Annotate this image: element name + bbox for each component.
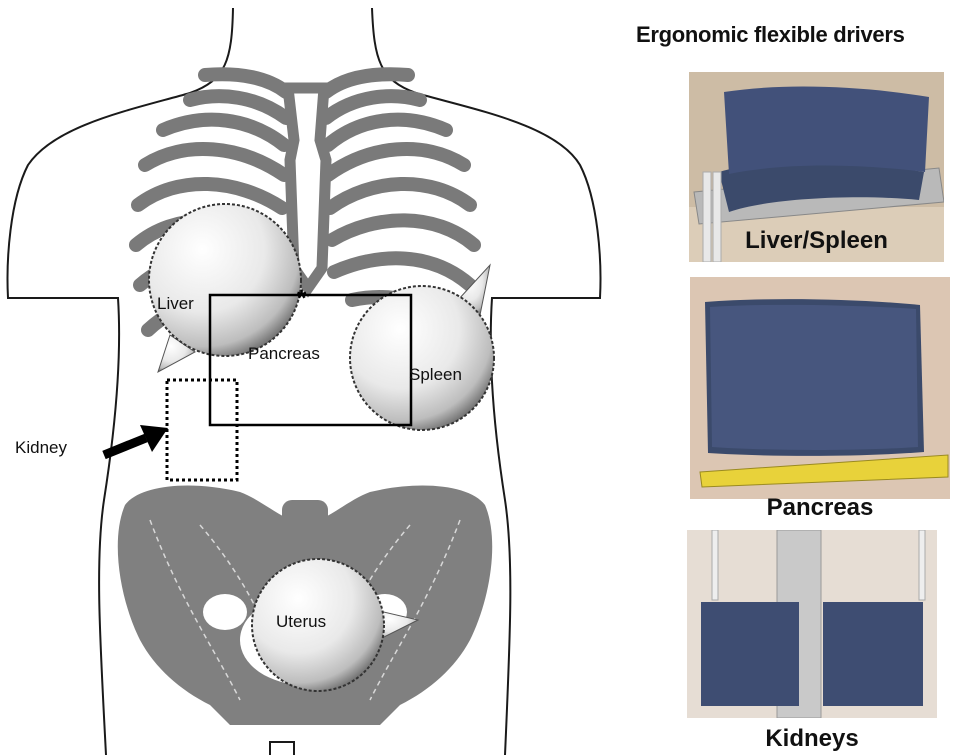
photo-kidney-drivers <box>687 530 937 718</box>
label-uterus: Uterus <box>276 612 326 631</box>
label-pancreas: Pancreas <box>248 344 320 363</box>
label-spleen: Spleen <box>409 365 462 384</box>
label-kidney: Kidney <box>15 438 67 457</box>
kidney-region-box <box>167 380 237 480</box>
label-liver: Liver <box>157 294 194 313</box>
caption-pancreas: Pancreas <box>690 494 950 522</box>
panel-title: Ergonomic flexible drivers <box>636 22 971 48</box>
asterisk-marker: * <box>297 285 307 312</box>
caption-liver-spleen: Liver/Spleen <box>689 227 944 255</box>
caption-kidneys: Kidneys <box>687 725 937 753</box>
photo-pancreas-driver <box>690 277 950 499</box>
photo-liver-spleen-driver: Liver/Spleen <box>689 72 944 262</box>
anatomy-diagram: Liver Pancreas Spleen Uterus Kidney * <box>0 0 640 755</box>
spleen-driver <box>350 265 494 430</box>
